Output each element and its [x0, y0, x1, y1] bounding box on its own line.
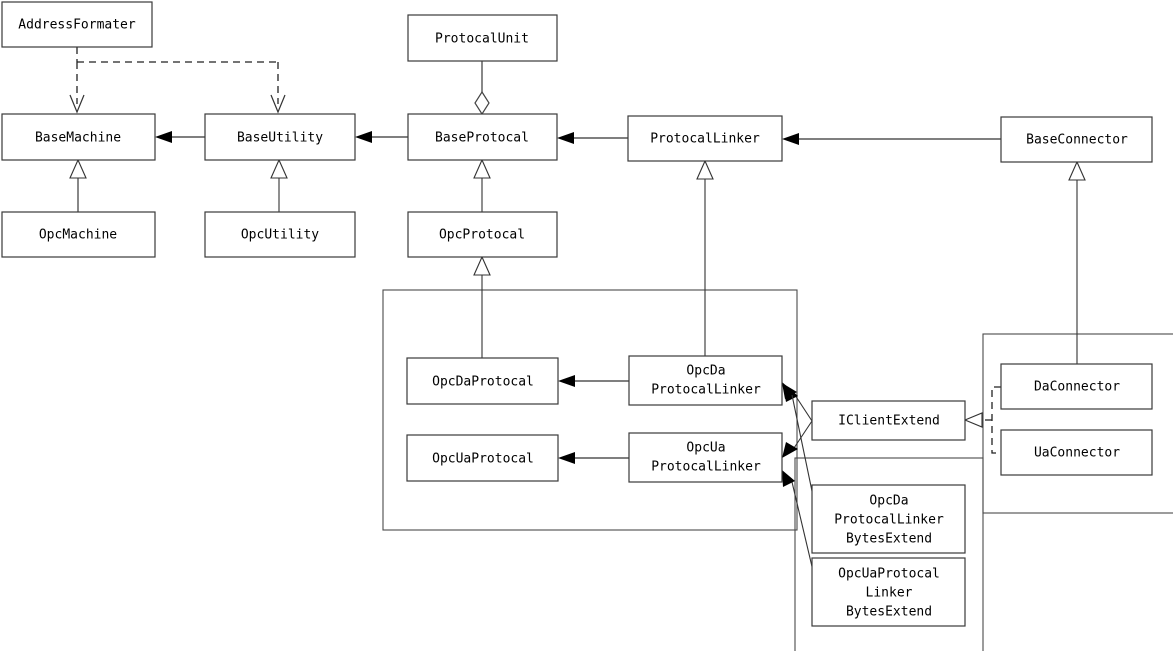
edge-opcdaprotocal-opcprotocal [473, 255, 491, 358]
class-box-basemachine[interactable]: BaseMachine [1, 113, 156, 161]
class-label-baseprotocal: BaseProtocal [435, 131, 529, 146]
class-label-opcdabytesextend-line3: BytesExtend [846, 532, 932, 547]
class-box-iclientextend[interactable]: IClientExtend [811, 400, 966, 441]
class-box-baseprotocal[interactable]: BaseProtocal [407, 113, 558, 161]
class-label-daconnector: DaConnector [1034, 380, 1120, 395]
edge-opcdalinker-opcdaprotocal [558, 375, 629, 387]
edge-opcmachine-basemachine [69, 158, 87, 212]
class-box-baseutility[interactable]: BaseUtility [204, 113, 356, 161]
open-arrowhead-baseutility [270, 94, 286, 114]
group-connector-package [982, 333, 1173, 514]
edge-protocallinker-baseprotocal [557, 132, 628, 144]
class-label-opcutility: OpcUtility [241, 228, 319, 243]
class-box-baseconnector[interactable]: BaseConnector [1000, 116, 1153, 163]
class-label-protocalunit: ProtocalUnit [435, 32, 529, 47]
edge-addressformater-dependency [69, 47, 286, 114]
class-label-uaconnector: UaConnector [1034, 446, 1120, 461]
class-label-opcuaprotocallinker-line1: OpcUa [686, 441, 725, 456]
class-label-baseutility: BaseUtility [237, 131, 323, 146]
class-label-baseconnector: BaseConnector [1026, 133, 1128, 148]
class-label-addressformater: AddressFormater [18, 18, 136, 33]
class-label-opcuaprotocallinker-line2: ProtocalLinker [651, 460, 761, 475]
class-label-basemachine: BaseMachine [35, 131, 121, 146]
class-label-opcuaprotocal: OpcUaProtocal [432, 452, 534, 467]
class-box-uaconnector[interactable]: UaConnector [1000, 429, 1153, 476]
class-box-protocalunit[interactable]: ProtocalUnit [407, 14, 558, 62]
class-box-opcuaprotocal[interactable]: OpcUaProtocal [406, 434, 559, 482]
class-box-opcdaprotocal[interactable]: OpcDaProtocal [406, 357, 559, 405]
aggregation-diamond [474, 90, 490, 116]
edge-opcutility-baseutility [270, 158, 288, 212]
class-box-opcdaprotocallinker[interactable]: OpcDa ProtocalLinker [628, 355, 783, 406]
class-label-opcdabytesextend-line1: OpcDa [869, 494, 908, 509]
class-box-opcuaprotocallinkerbytesextend[interactable]: OpcUaProtocal Linker BytesExtend [811, 557, 966, 627]
class-box-opcprotocal[interactable]: OpcProtocal [407, 211, 558, 258]
class-label-opcdaprotocallinker-line2: ProtocalLinker [651, 383, 761, 398]
edge-baseprotocal-baseutility [355, 131, 408, 143]
open-arrowhead-basemachine [69, 94, 85, 114]
class-label-opcdaprotocallinker-line1: OpcDa [686, 364, 725, 379]
edge-daconnector-baseconnector [1068, 160, 1086, 364]
class-label-opcuabytesextend-line3: BytesExtend [846, 605, 932, 620]
class-box-opcmachine[interactable]: OpcMachine [1, 211, 156, 258]
class-label-opcdabytesextend-line2: ProtocalLinker [834, 513, 944, 528]
edge-opcprotocal-baseprotocal [473, 158, 491, 212]
class-label-opcmachine: OpcMachine [39, 228, 117, 243]
group-protocal-package [382, 289, 798, 531]
edge-iclientextend-opcualinker [782, 420, 813, 458]
class-box-opcuaprotocallinker[interactable]: OpcUa ProtocalLinker [628, 432, 783, 483]
edge-baseutility-basemachine [155, 131, 205, 143]
class-label-opcuabytesextend-line1: OpcUaProtocal [838, 567, 940, 582]
class-label-opcdaprotocal: OpcDaProtocal [432, 375, 534, 390]
group-extend-package [794, 457, 984, 651]
edge-protocalunit-aggregation [474, 61, 490, 116]
class-label-protocallinker: ProtocalLinker [650, 132, 760, 147]
class-box-addressformater[interactable]: AddressFormater [1, 1, 153, 48]
class-box-opcutility[interactable]: OpcUtility [204, 211, 356, 258]
class-label-opcuabytesextend-line2: Linker [866, 586, 913, 601]
class-box-protocallinker[interactable]: ProtocalLinker [627, 115, 783, 162]
class-box-daconnector[interactable]: DaConnector [1000, 363, 1153, 410]
class-label-iclientextend: IClientExtend [838, 414, 940, 429]
edge-baseconnector-protocallinker [782, 133, 1001, 145]
edge-opcdaprotocallinker-protocallinker [696, 159, 714, 356]
class-label-opcprotocal: OpcProtocal [439, 228, 525, 243]
edge-connectors-realize-iclientextend [963, 386, 1001, 454]
edge-opcualinker-opcuaprotocal [558, 452, 629, 464]
class-box-opcdaprotocallinkerbytesextend[interactable]: OpcDa ProtocalLinker BytesExtend [811, 484, 966, 554]
